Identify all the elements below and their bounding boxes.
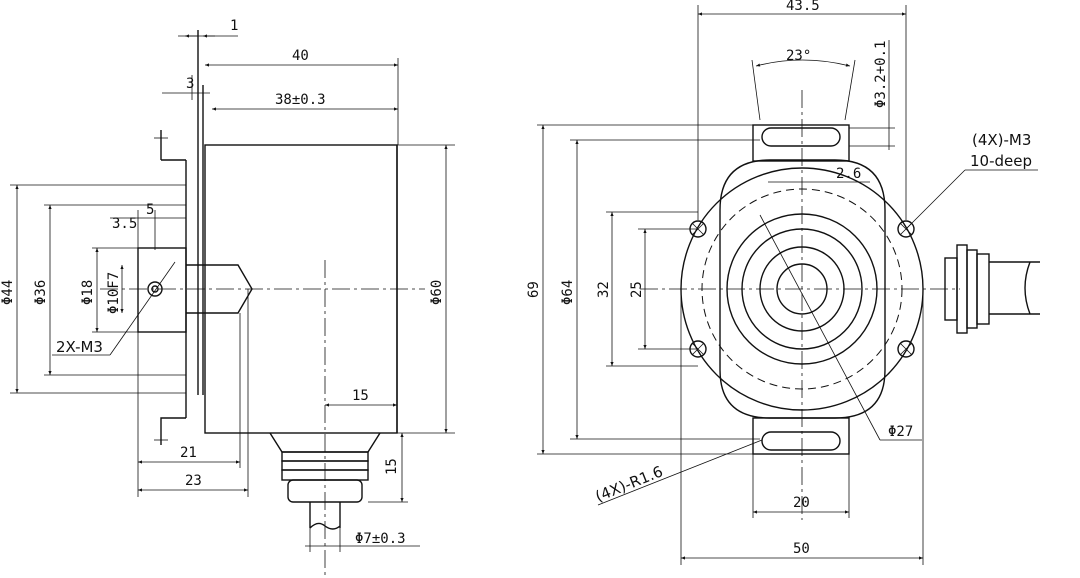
- ring-2: [741, 228, 863, 350]
- dim-cable-dia: Φ7±0.3: [355, 531, 406, 547]
- ring-hidden: [701, 188, 903, 390]
- slot-angle-arc: [755, 59, 851, 67]
- screw-leader: [109, 261, 176, 356]
- dim-line-27: [759, 214, 881, 441]
- dim-h-25: 25: [629, 281, 645, 298]
- set-screw-hole: [147, 281, 163, 297]
- slot-radius-label: (4X)-R1.6: [593, 462, 666, 505]
- dim-dia-44: Φ44: [0, 280, 16, 305]
- gland-cap: [287, 479, 363, 503]
- dim-h-64: Φ64: [560, 280, 576, 305]
- dim-dia-27: Φ27: [888, 424, 913, 440]
- slot-angle-lines: [751, 59, 856, 121]
- inner-flange: [719, 159, 886, 419]
- top-tab: [752, 124, 850, 162]
- dim-dia-60: Φ60: [429, 280, 445, 305]
- dim-gland-offset: 15: [352, 388, 369, 404]
- dim-h-69: 69: [526, 281, 542, 298]
- mount-holes-label: (4X)-M3: [972, 131, 1031, 149]
- shaft: [186, 264, 253, 314]
- dim-flange-step: 3: [186, 76, 194, 92]
- dim-len-23: 23: [185, 473, 202, 489]
- side-view: 1 3 40 38±0.3 3.5 5 Φ44 Φ36 Φ18 Φ10F7: [0, 18, 455, 575]
- dim-hole-offset: 3.5: [112, 216, 137, 232]
- dim-width-50: 50: [793, 541, 810, 557]
- dim-dia-36: Φ36: [33, 280, 49, 305]
- front-view: 43.5 23° Φ3.2+0.1 (4X)-M3 10-deep 2.6 69…: [526, 0, 1040, 565]
- set-screw-inner: [151, 285, 159, 293]
- dim-slot-angle: 23°: [786, 48, 811, 64]
- dim-body-len: 40: [292, 48, 309, 64]
- hub-outer: [759, 246, 845, 332]
- dim-dia-10: Φ10F7: [106, 272, 122, 314]
- hub-block: [137, 247, 187, 333]
- dim-slot-dia: Φ3.2+0.1: [873, 41, 889, 108]
- dim-gland-height: 15: [384, 458, 400, 475]
- m3-leader: [905, 169, 966, 230]
- dim-h-32: 32: [596, 281, 612, 298]
- bottom-tab: [752, 417, 850, 455]
- dim-gap: 2.6: [836, 166, 861, 182]
- screw-br: [897, 340, 915, 358]
- flange-outline: [160, 130, 187, 445]
- cable: [309, 502, 341, 530]
- dim-dia-18: Φ18: [80, 280, 96, 305]
- bottom-slot: [761, 431, 841, 451]
- side-gland: [944, 244, 1040, 334]
- dim-body-len-tol: 38±0.3: [275, 92, 326, 108]
- dim-hole-pitch: 5: [146, 202, 154, 218]
- dim-width-top: 43.5: [786, 0, 820, 14]
- dim-flange-thk: 1: [230, 18, 238, 34]
- hub-bore: [776, 263, 828, 315]
- top-slot: [761, 127, 841, 147]
- mount-depth-label: 10-deep: [970, 152, 1032, 170]
- screw-label: 2X-M3: [56, 338, 103, 356]
- dim-len-21: 21: [180, 445, 197, 461]
- r16-leader: [597, 439, 763, 506]
- ring-1: [726, 213, 878, 365]
- dim-width-20: 20: [793, 495, 810, 511]
